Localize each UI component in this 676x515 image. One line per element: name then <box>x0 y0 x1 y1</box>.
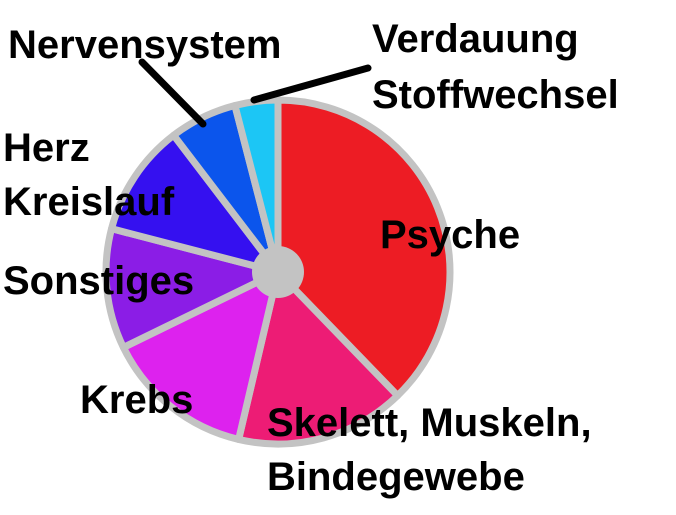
donut-hole <box>252 246 304 298</box>
pie-slice-1 <box>235 268 402 448</box>
leader-line-nervensystem <box>138 58 207 128</box>
slice-label-skelett: Skelett, Muskeln, Bindegewebe <box>267 401 603 499</box>
leader-lines <box>138 58 372 128</box>
pie-slice-4 <box>108 131 282 276</box>
pie-slice-3 <box>102 225 282 351</box>
slice-label-psyche: Psyche <box>380 213 520 257</box>
pie-slice-0 <box>274 96 454 400</box>
slice-label-sonstiges: Sonstiges <box>3 259 194 303</box>
slice-label-herz-kreislauf: Herz Kreislauf <box>3 126 175 224</box>
slice-label-verdauung-stoffwechsel: Verdauung Stoffwechsel <box>372 17 619 117</box>
leader-line-verdauung <box>250 64 372 104</box>
slice-label-krebs: Krebs <box>80 378 193 422</box>
slices-layer <box>102 96 454 448</box>
slice-label-nervensystem: Nervensystem <box>8 23 282 67</box>
pie-slice-2 <box>119 268 282 443</box>
